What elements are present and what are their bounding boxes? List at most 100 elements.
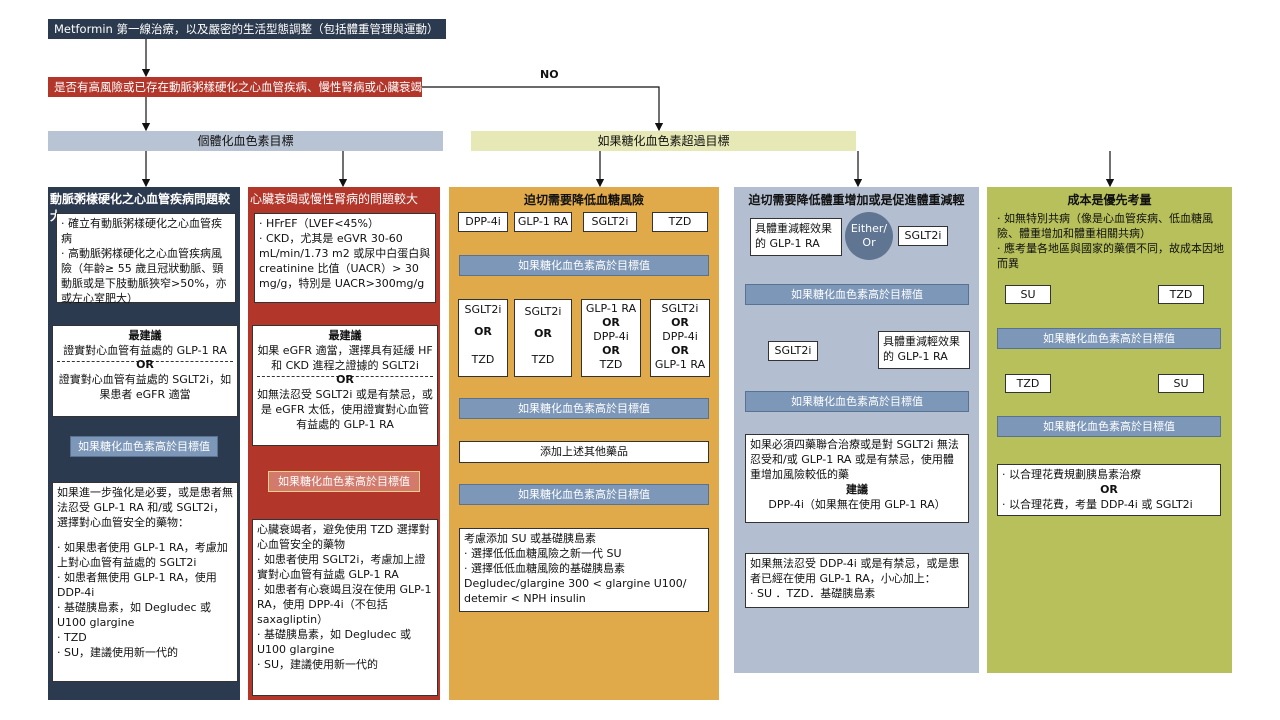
add-other-drug: 添加上述其他藥品 <box>459 441 709 463</box>
combo-drug: GLP-1 RA <box>585 302 637 315</box>
hf-ckd-next-intro: 心臟衰竭者，避免使用 TZD 選擇對心血管安全的藥物 <box>257 523 430 551</box>
su-insulin-title: 考慮添加 SU 或基礎胰島素 <box>464 532 597 545</box>
weight-caution-text: 如果無法忍受 DDP-4i 或是有禁忌，或是患者已經在使用 GLP-1 RA，小… <box>750 557 960 585</box>
ascvd-criteria-2: · 高動脈粥樣硬化之心血管疾病風險（年齡≥ 55 歲且冠狀動脈、頸動脈或是下肢動… <box>61 247 227 305</box>
weight-glp1-box: 具體重減輕效果的 GLP-1 RA <box>750 218 842 256</box>
hf-ckd-next-item: · 基礎胰島素，如 Degludec 或 U100 glargine <box>257 628 412 656</box>
ascvd-recommend-box: 最建議 證實對心血管有益處的 GLP-1 RA OR 證實對心血管有益處的 SG… <box>52 325 238 417</box>
cost-title: 成本是優先考量 <box>1067 193 1152 207</box>
combo-or: OR <box>671 344 689 357</box>
combo-drug: SGLT2i <box>661 302 699 315</box>
hf-ckd-next-item: · 如患者有心衰竭且沒在使用 GLP-1 RA，使用 DPP-4i（不包括 sa… <box>257 583 432 626</box>
weight-recommend-title: 建議 <box>846 483 868 496</box>
cost-criteria-item: · 如無特別共病（像是心血管疾病、低血糖風險、體重增加和體重相關共病） <box>997 212 1213 240</box>
hf-ckd-column: 心臟衰竭或慢性腎病的問題較大 · HFrEF（LVEF<45%） · CKD，尤… <box>248 187 440 700</box>
hypoglycemia-hba1c-band-3: 如果糖化血色素高於目標值 <box>459 484 709 505</box>
weight-quad-therapy: 如果必須四藥聯合治療或是對 SGLT2i 無法忍受和/或 GLP-1 RA 或是… <box>745 434 969 523</box>
ascvd-next-item: · SU，建議使用新一代的 <box>57 646 179 659</box>
hf-ckd-recommend-sglt2: 如果 eGFR 適當，選擇具有延緩 HF 和 CKD 進程之證據的 SGLT2i <box>257 344 433 372</box>
combo-drug: SGLT2i <box>524 305 562 318</box>
hf-ckd-next-item: · 如患者使用 SGLT2i，考慮加上證實對心血管有益處 GLP-1 RA <box>257 553 426 581</box>
either-or-circle: Either/ Or <box>845 212 893 260</box>
combo-or: OR <box>602 316 620 329</box>
ascvd-criteria-1: · 確立有動脈粥樣硬化之心血管疾病 <box>61 217 222 245</box>
combo-drug: SGLT2i <box>464 303 502 316</box>
ascvd-hba1c-band: 如果糖化血色素高於目標值 <box>70 436 218 457</box>
high-risk-question: 是否有高風險或已存在動脈粥樣硬化之心血管疾病、慢性腎病或心臟衰竭 <box>48 77 422 97</box>
cost-su-2: SU <box>1158 374 1204 393</box>
combo-drug: GLP-1 RA <box>654 358 706 371</box>
weight-sglt2-left: SGLT2i <box>768 341 818 361</box>
metformin-banner: Metformin 第一線治療，以及嚴密的生活型態調整（包括體重管理與運動） <box>48 19 446 39</box>
cost-su-1: SU <box>1005 285 1051 304</box>
weight-sglt2-box: SGLT2i <box>898 226 948 246</box>
combo-drug: DPP-4i <box>662 330 698 343</box>
individual-target-banner: 個體化血色素目標 <box>48 131 443 151</box>
hypoglycemia-title: 迫切需要降低血糖風險 <box>523 193 644 207</box>
cost-hba1c-band-2: 如果糖化血色素高於目標值 <box>997 416 1221 437</box>
cost-tzd-2: TZD <box>1005 374 1051 393</box>
ascvd-next-intro: 如果進一步強化是必要，或是患者無法忍受 GLP-1 RA 和/或 SGLT2i，… <box>57 486 233 529</box>
combo-drug: TZD <box>471 353 495 366</box>
insulin-ranking: Degludec/glargine 300 < glargine U100/ d… <box>464 577 687 605</box>
combo-box-2: SGLT2i OR TZD <box>514 299 572 377</box>
above-target-banner: 如果糖化血色素超過目標 <box>471 131 856 151</box>
ascvd-column: 動脈粥樣硬化之心血管疾病問題較大 · 確立有動脈粥樣硬化之心血管疾病 · 高動脈… <box>48 187 240 700</box>
ascvd-recommend-title: 最建議 <box>128 329 162 342</box>
weight-caution-items: SU ．TZD．基礎胰島素 <box>757 587 876 600</box>
combo-drug: DPP-4i <box>593 330 629 343</box>
cost-criteria: · 如無特別共病（像是心血管疾病、低血糖風險、體重增加和體重相關共病） · 應考… <box>997 211 1227 271</box>
cost-or: OR <box>1100 483 1118 496</box>
hypoglycemia-hba1c-band-2: 如果糖化血色素高於目標值 <box>459 398 709 419</box>
ascvd-recommend-sglt2: 證實對心血管有益處的 SGLT2i，如果患者 eGFR 適當 <box>58 373 232 401</box>
drug-dpp4i: DPP-4i <box>458 212 508 232</box>
hf-ckd-criteria-2: · CKD，尤其是 eGVR 30-60 mL/min/1.73 m2 或尿中白… <box>259 232 431 290</box>
hf-ckd-recommend-box: 最建議 如果 eGFR 適當，選擇具有延緩 HF 和 CKD 進程之證據的 SG… <box>252 325 438 446</box>
weight-glp1-right: 具體重減輕效果的 GLP-1 RA <box>878 331 970 369</box>
hf-ckd-criteria: · HFrEF（LVEF<45%） · CKD，尤其是 eGVR 30-60 m… <box>254 213 436 303</box>
divider <box>57 361 233 362</box>
cost-final-dpp4: · 以合理花費，考量 DDP-4i 或 SGLT2i <box>1002 498 1193 511</box>
combo-box-3: GLP-1 RA OR DPP-4i OR TZD <box>581 299 641 377</box>
combo-or: OR <box>602 344 620 357</box>
ascvd-next-item: · 基礎胰島素，如 Degludec 或 U100 glargine <box>57 601 212 629</box>
hf-ckd-recommend-title: 最建議 <box>328 329 362 342</box>
weight-title: 迫切需要降低體重增加或是促進體重減輕 <box>748 193 965 207</box>
drug-glp1ra: GLP-1 RA <box>514 212 572 232</box>
hypoglycemia-hba1c-band-1: 如果糖化血色素高於目標值 <box>459 255 709 276</box>
combo-drug: TZD <box>599 358 623 371</box>
hf-ckd-hba1c-band: 如果糖化血色素高於目標值 <box>268 471 420 492</box>
ascvd-criteria: · 確立有動脈粥樣硬化之心血管疾病 · 高動脈粥樣硬化之心血管疾病風險（年齡≥ … <box>56 213 236 305</box>
divider <box>257 376 433 377</box>
drug-sglt2i: SGLT2i <box>583 212 637 232</box>
hf-ckd-next-step: 心臟衰竭者，避免使用 TZD 選擇對心血管安全的藥物 · 如患者使用 SGLT2… <box>252 519 438 696</box>
cost-hba1c-band-1: 如果糖化血色素高於目標值 <box>997 328 1221 349</box>
combo-or: OR <box>474 325 492 338</box>
ascvd-next-item: · TZD <box>57 631 87 644</box>
ascvd-next-item: · 如果患者使用 GLP-1 RA，考慮加上對心血管有益處的 SGLT2i <box>57 541 228 569</box>
cost-tzd-1: TZD <box>1158 285 1204 304</box>
weight-hba1c-band-2: 如果糖化血色素高於目標值 <box>745 391 969 412</box>
combo-or: OR <box>671 316 689 329</box>
weight-caution-box: 如果無法忍受 DDP-4i 或是有禁忌，或是患者已經在使用 GLP-1 RA，小… <box>745 553 969 608</box>
cost-criteria-item: · 應考量各地區與國家的藥價不同，故成本因地而異 <box>997 242 1224 270</box>
drug-tzd: TZD <box>652 212 708 232</box>
combo-box-4: SGLT2i OR DPP-4i OR GLP-1 RA <box>650 299 710 377</box>
cost-final-box: · 以合理花費規劃胰島素治療 OR · 以合理花費，考量 DDP-4i 或 SG… <box>997 464 1221 516</box>
weight-recommend-dpp4i: DPP-4i（如果無在使用 GLP-1 RA） <box>768 498 946 511</box>
cost-final-insulin: · 以合理花費規劃胰島素治療 <box>1002 468 1141 481</box>
hf-ckd-recommend-glp1: 如無法忍受 SGLT2i 或是有禁忌，或是 eGFR 太低，使用證實對心血管有益… <box>257 388 433 431</box>
hf-ckd-next-item: · SU，建議使用新一代的 <box>257 658 379 671</box>
combo-or: OR <box>534 327 552 340</box>
weight-hba1c-band-1: 如果糖化血色素高於目標值 <box>745 284 969 305</box>
combo-box-1: SGLT2i OR TZD <box>458 299 508 377</box>
su-insulin-item: · 選擇低低血糖風險的基礎胰島素 <box>464 562 625 575</box>
no-label: NO <box>540 68 559 81</box>
weight-quad-text: 如果必須四藥聯合治療或是對 SGLT2i 無法忍受和/或 GLP-1 RA 或是… <box>750 438 959 481</box>
ascvd-or: OR <box>136 358 154 371</box>
hf-ckd-title: 心臟衰竭或慢性腎病的問題較大 <box>250 192 419 206</box>
combo-drug: TZD <box>531 353 555 366</box>
ascvd-next-item: · 如患者無使用 GLP-1 RA，使用 DDP-4i <box>57 571 217 599</box>
hf-ckd-criteria-1: · HFrEF（LVEF<45%） <box>259 217 379 230</box>
su-insulin-box: 考慮添加 SU 或基礎胰島素 · 選擇低低血糖風險之新一代 SU · 選擇低低血… <box>459 528 709 612</box>
